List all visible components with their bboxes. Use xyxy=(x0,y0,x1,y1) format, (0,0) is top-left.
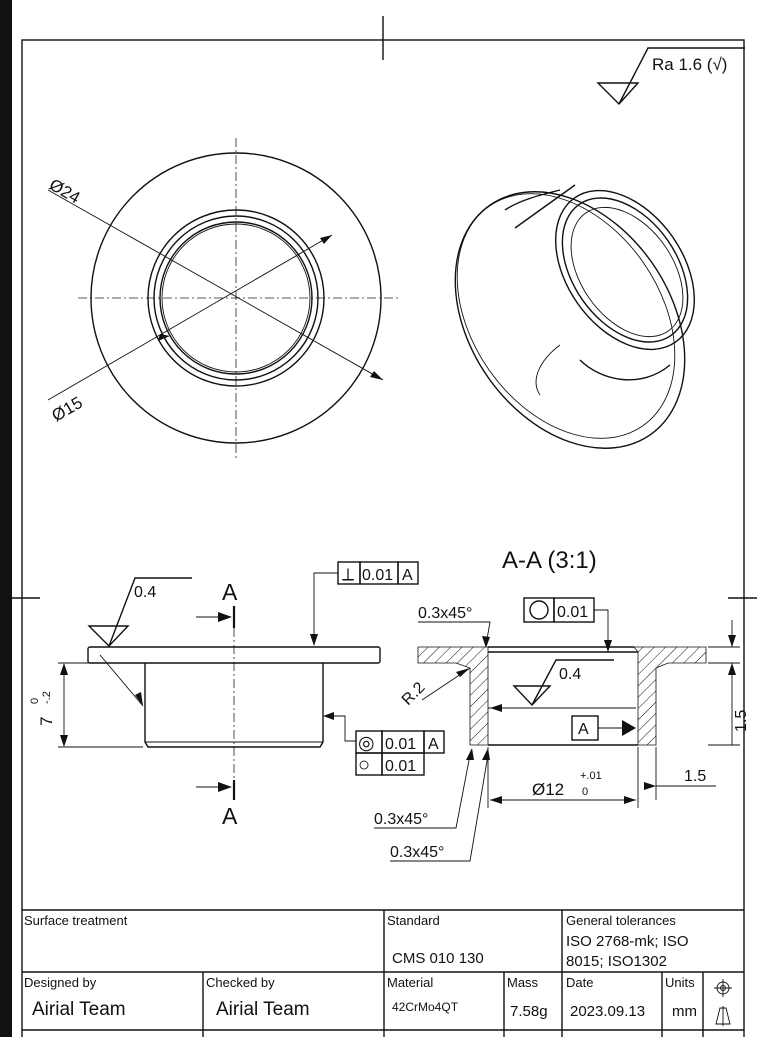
section-marker-top: A xyxy=(222,579,238,605)
height-upper-deviation: 0 xyxy=(29,698,41,704)
general-tolerances-line1: ISO 2768-mk; ISO xyxy=(566,933,689,950)
projection-frustum-icon xyxy=(715,1006,731,1026)
drawing-frame xyxy=(21,39,745,1041)
datum-feature: A xyxy=(571,715,636,741)
circularity-symbol-side: ○ xyxy=(358,754,370,776)
roughness-label: Ra 1.6 (√) xyxy=(652,55,727,74)
height-dimension: 7 xyxy=(37,717,56,726)
bore-lower-deviation: 0 xyxy=(582,786,588,798)
outer-diameter-label: Ø24 xyxy=(46,175,83,208)
material-value: 42CrMo4QT xyxy=(392,1000,459,1014)
isometric-view xyxy=(454,184,696,449)
designed-by-label: Designed by xyxy=(24,975,97,990)
mass-label: Mass xyxy=(507,975,539,990)
designed-by-value: Airial Team xyxy=(32,999,126,1020)
general-tolerances-line2: 8015; ISO1302 xyxy=(566,953,667,970)
material-label: Material xyxy=(387,975,433,990)
sheet-edge-strip xyxy=(0,0,12,1037)
circularity-value-section: 0.01 xyxy=(557,604,588,621)
checked-by-label: Checked by xyxy=(206,975,275,990)
chamfer-bottom-label-2: 0.3x45° xyxy=(390,844,444,861)
standard-value: CMS 010 130 xyxy=(392,950,484,967)
circularity-symbol-section: ○ xyxy=(541,615,542,617)
perpendicularity-value: 0.01 xyxy=(362,567,393,584)
circularity-value-side: 0.01 xyxy=(385,758,416,775)
circularity-frame-side: ○ 0.01 xyxy=(355,752,425,776)
concentricity-value: 0.01 xyxy=(385,736,416,753)
side-view: A A 0.4 7 0 -.2 ⟂ 0.01 A xyxy=(29,561,445,829)
hub-diameter-label: Ø15 xyxy=(49,393,86,426)
circularity-frame-section: ○ 0.01 xyxy=(523,597,612,652)
section-view: A-A (3:1) 0.3x45° ○ 0.01 0.4 xyxy=(374,547,750,862)
chamfer-bottom-label-1: 0.3x45° xyxy=(374,811,428,828)
bore-upper-deviation: +.01 xyxy=(580,770,602,782)
wall-thickness-label: 1.5 xyxy=(684,768,706,785)
perpendicularity-datum: A xyxy=(402,567,413,584)
bore-diameter-label: Ø12 xyxy=(532,780,564,799)
perpendicularity-frame: ⟂ 0.01 A xyxy=(310,561,419,646)
general-surface-finish: Ra 1.6 (√) xyxy=(596,47,745,106)
mass-value: 7.58g xyxy=(510,1003,548,1020)
bore-roughness-label: 0.4 xyxy=(559,666,581,683)
concentricity-datum: A xyxy=(428,736,439,753)
section-title: A-A (3:1) xyxy=(502,547,597,574)
fillet-radius-label: R.2 xyxy=(399,679,429,709)
front-view: Ø24 Ø15 xyxy=(46,138,398,460)
units-value: mm xyxy=(672,1003,697,1020)
concentricity-symbol: ◎ xyxy=(358,733,375,754)
height-lower-deviation: -.2 xyxy=(41,691,53,704)
concentricity-frame: ◎ 0.01 A xyxy=(323,712,445,754)
projection-crosshair-icon xyxy=(714,979,732,997)
checked-by-value: Airial Team xyxy=(216,999,310,1020)
section-marker-bottom: A xyxy=(222,803,238,829)
chamfer-top-label: 0.3x45° xyxy=(418,605,472,622)
standard-label: Standard xyxy=(387,913,440,928)
flange-thickness-label: 1.5 xyxy=(733,710,750,732)
surface-treatment-label: Surface treatment xyxy=(24,913,128,928)
perpendicularity-symbol: ⟂ xyxy=(342,564,354,584)
date-value: 2023.09.13 xyxy=(570,1003,645,1020)
units-label: Units xyxy=(665,975,695,990)
date-label: Date xyxy=(566,975,593,990)
title-block: Surface treatment Standard CMS 010 130 G… xyxy=(22,909,744,1037)
general-tolerances-label: General tolerances xyxy=(566,913,676,928)
datum-label: A xyxy=(578,721,589,738)
flange-roughness-label: 0.4 xyxy=(134,584,156,601)
